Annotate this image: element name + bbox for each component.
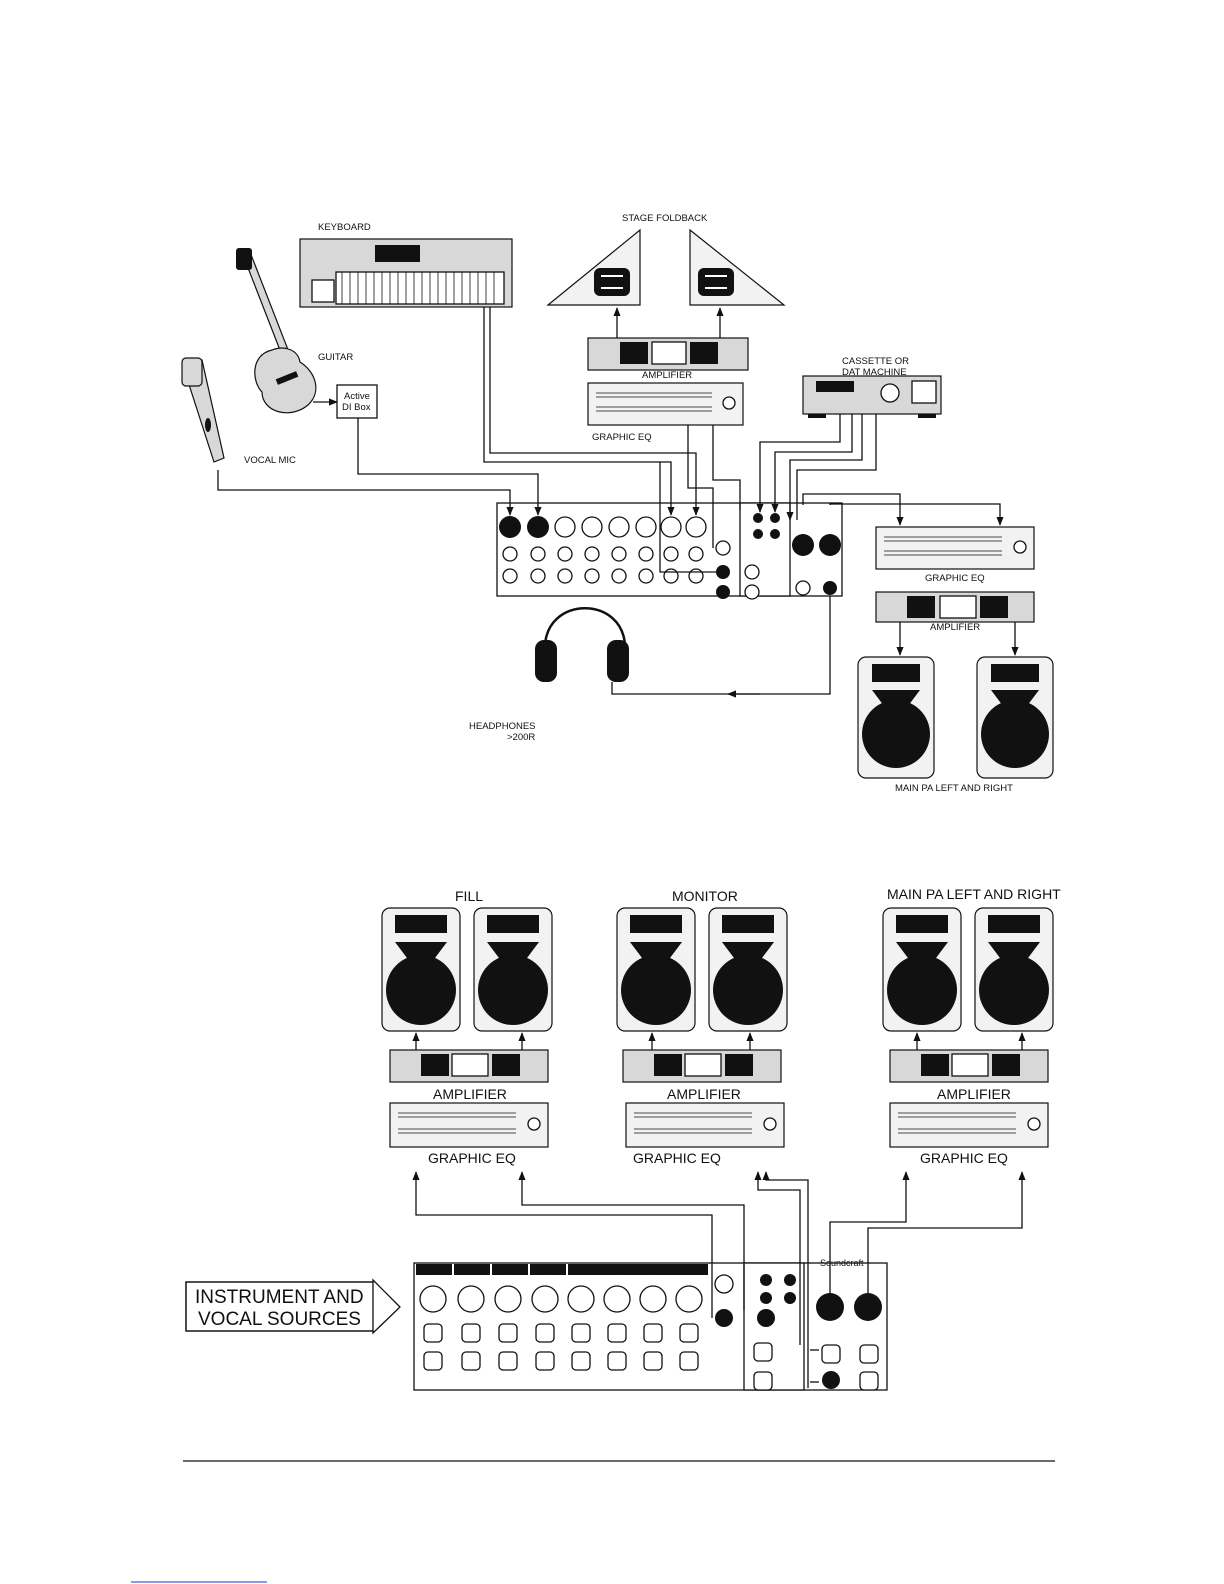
keyboard-keys bbox=[341, 272, 495, 304]
main-pa-2-label: MAIN PA LEFT AND RIGHT bbox=[887, 886, 1061, 902]
graphic-eq-top bbox=[587, 382, 744, 426]
graphic-eq-monitor bbox=[625, 1102, 785, 1148]
headphones-label-2: >200R bbox=[507, 732, 535, 743]
amplifier-top-label: AMPLIFIER bbox=[642, 370, 692, 381]
mixer-2-line-inputs bbox=[423, 1323, 699, 1371]
sources-arrow bbox=[185, 1278, 401, 1335]
guitar bbox=[236, 248, 317, 414]
mixer-1 bbox=[496, 502, 843, 600]
mixer-brand: Soundcraft bbox=[820, 1258, 864, 1268]
di-box-label-2: DI Box bbox=[342, 402, 371, 413]
amplifier-main bbox=[889, 1049, 1049, 1083]
diagram-2-wires bbox=[412, 1032, 1026, 1388]
main-pa-label: MAIN PA LEFT AND RIGHT bbox=[895, 783, 1013, 794]
channel-19: 19 bbox=[648, 1269, 655, 1275]
amplifier-top bbox=[587, 337, 749, 371]
channel-16: 16 bbox=[543, 1269, 550, 1275]
main-pa-left bbox=[857, 656, 935, 779]
stage-foldback-left bbox=[546, 228, 641, 306]
monitor-label: MONITOR bbox=[672, 888, 738, 904]
diagram-1-wires bbox=[217, 307, 1019, 698]
stage-foldback-label: STAGE FOLDBACK bbox=[622, 213, 708, 224]
channel-15: 15 bbox=[505, 1269, 512, 1275]
mixer-2-channel-strips: 13 14 15 16 17 18 19 20 bbox=[416, 1264, 708, 1275]
graphic-eq-right bbox=[875, 526, 1035, 570]
amplifier-fill-label: AMPLIFIER bbox=[433, 1086, 507, 1102]
graphic-eq-monitor-label: GRAPHIC EQ bbox=[633, 1150, 721, 1166]
main-pa-speakers bbox=[882, 907, 1054, 1032]
amplifier-monitor-label: AMPLIFIER bbox=[667, 1086, 741, 1102]
cassette-dat-machine bbox=[802, 375, 942, 418]
mixer-2-xlr-inputs bbox=[419, 1285, 703, 1313]
monitor-speakers bbox=[616, 907, 788, 1032]
cassette-label-2: DAT MACHINE bbox=[842, 367, 907, 378]
guitar-label: GUITAR bbox=[318, 352, 353, 363]
graphic-eq-fill-label: GRAPHIC EQ bbox=[428, 1150, 516, 1166]
graphic-eq-main bbox=[889, 1102, 1049, 1148]
graphic-eq-main-label: GRAPHIC EQ bbox=[920, 1150, 1008, 1166]
channel-18: 18 bbox=[613, 1269, 620, 1275]
vocal-mic-label: VOCAL MIC bbox=[244, 455, 296, 466]
channel-14: 14 bbox=[467, 1269, 474, 1275]
sources-label-2: VOCAL SOURCES bbox=[198, 1309, 361, 1330]
channel-17: 17 bbox=[578, 1269, 585, 1275]
graphic-eq-right-label: GRAPHIC EQ bbox=[925, 573, 985, 584]
vocal-mic bbox=[181, 357, 225, 463]
channel-13: 13 bbox=[429, 1269, 436, 1275]
amplifier-main-label: AMPLIFIER bbox=[937, 1086, 1011, 1102]
amplifier-monitor bbox=[622, 1049, 782, 1083]
cassette-label-1: CASSETTE OR bbox=[842, 356, 909, 367]
keyboard-label: KEYBOARD bbox=[318, 222, 371, 233]
headphones-label-1: HEADPHONES bbox=[469, 721, 536, 732]
mixer-2: 13 14 15 16 17 18 19 20 bbox=[413, 1258, 888, 1391]
sources-label-1: INSTRUMENT AND bbox=[195, 1287, 364, 1308]
graphic-eq-fill bbox=[389, 1102, 549, 1148]
fill-speakers bbox=[381, 907, 553, 1032]
fill-label: FILL bbox=[455, 888, 483, 904]
diagram-1-live-setup: KEYBOARD GUITAR Active DI Box VOCAL MIC bbox=[181, 213, 1054, 794]
stage-foldback-right bbox=[689, 228, 786, 306]
amplifier-right-label: AMPLIFIER bbox=[930, 622, 980, 633]
channel-20: 20 bbox=[684, 1269, 691, 1275]
amplifier-right bbox=[875, 591, 1035, 623]
amplifier-fill bbox=[389, 1049, 549, 1083]
mixer-1-channels bbox=[499, 516, 707, 584]
main-pa-right bbox=[976, 656, 1054, 779]
headphones bbox=[535, 607, 629, 682]
diagram-2-multi-zone: FILL MONITOR MAIN PA LEFT AND RIGHT bbox=[185, 886, 1061, 1391]
graphic-eq-top-label: GRAPHIC EQ bbox=[592, 432, 652, 443]
keyboard bbox=[299, 238, 513, 308]
di-box-label-1: Active bbox=[344, 391, 370, 402]
